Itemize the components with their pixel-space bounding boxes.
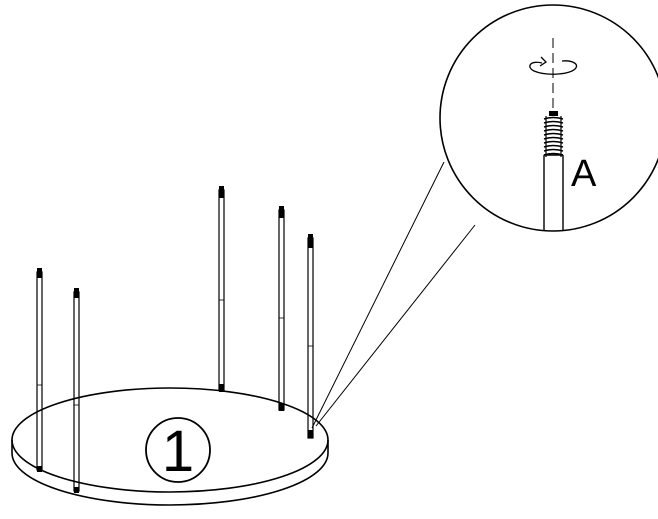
rod [278, 206, 285, 411]
threaded-end [543, 111, 564, 157]
rods [36, 186, 314, 493]
rod [73, 288, 80, 493]
rod [218, 186, 225, 392]
detail-label: A [571, 153, 597, 195]
rod [307, 234, 314, 439]
step-number: 1 [162, 419, 194, 484]
rod [36, 268, 43, 472]
detail-leader-lines [311, 161, 476, 429]
detail-rod [543, 154, 564, 231]
detail-view: A [439, 4, 658, 232]
base-plate [11, 387, 329, 506]
step-number-badge: 1 [145, 417, 211, 484]
rotate-clockwise-icon [529, 56, 578, 75]
